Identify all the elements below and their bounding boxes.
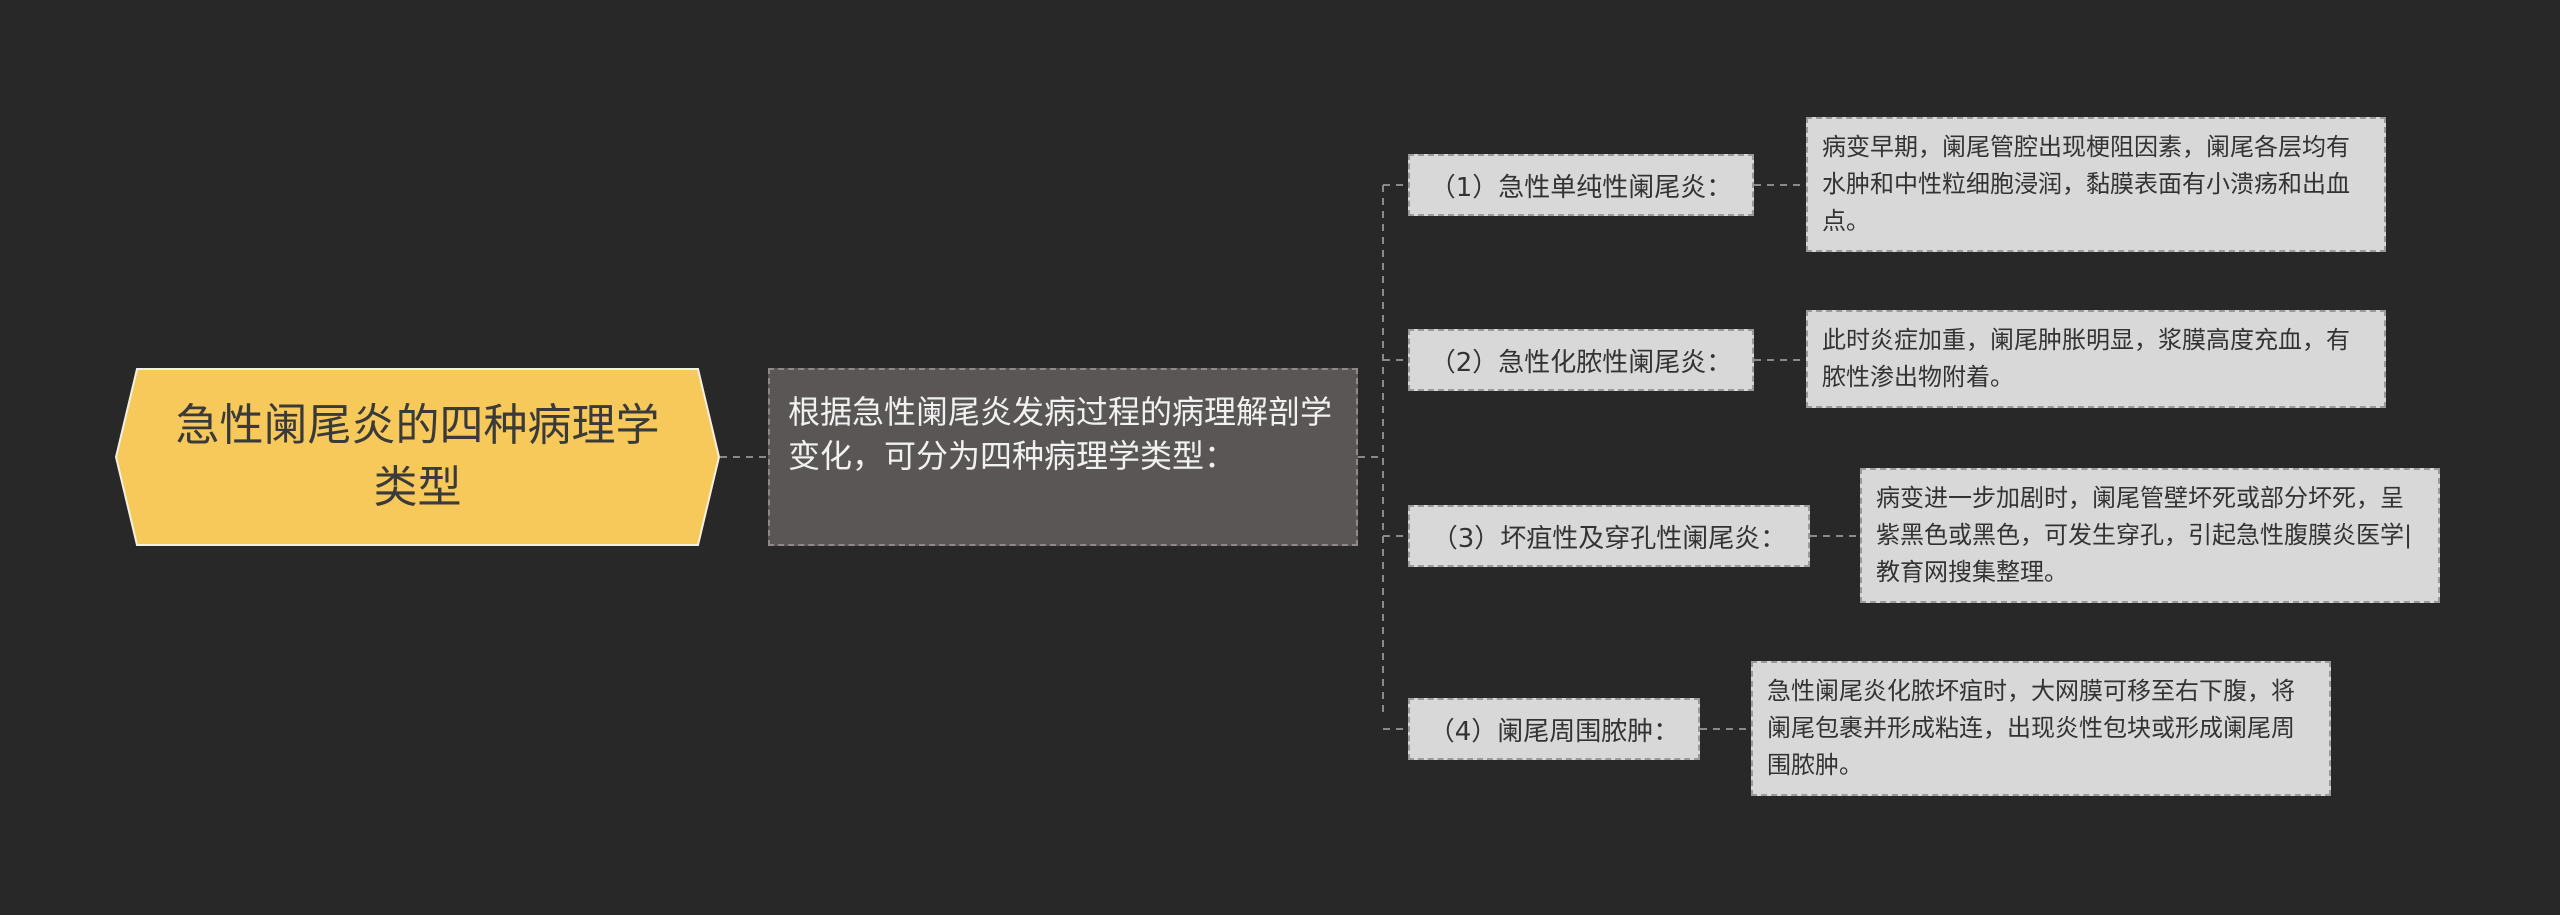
branch-node-1[interactable]: （1）急性单纯性阑尾炎：: [1408, 154, 1754, 216]
leaf-node-3[interactable]: 病变进一步加剧时，阑尾管壁坏死或部分坏死，呈紫黑色或黑色，可发生穿孔，引起急性腹…: [1860, 468, 2440, 603]
branch-node-2[interactable]: （2）急性化脓性阑尾炎：: [1408, 329, 1754, 391]
root-node[interactable]: 急性阑尾炎的四种病理学类型: [115, 368, 720, 546]
leaf-node-2[interactable]: 此时炎症加重，阑尾肿胀明显，浆膜高度充血，有脓性渗出物附着。: [1806, 310, 2386, 408]
branch-node-3[interactable]: （3）坏疽性及穿孔性阑尾炎：: [1408, 505, 1810, 567]
center-node[interactable]: 根据急性阑尾炎发病过程的病理解剖学变化，可分为四种病理学类型：: [768, 368, 1358, 546]
leaf-node-1[interactable]: 病变早期，阑尾管腔出现梗阻因素，阑尾各层均有水肿和中性粒细胞浸润，黏膜表面有小溃…: [1806, 117, 2386, 252]
root-title: 急性阑尾炎的四种病理学类型: [175, 400, 660, 513]
leaf-node-4[interactable]: 急性阑尾炎化脓坏疽时，大网膜可移至右下腹，将阑尾包裹并形成粘连，出现炎性包块或形…: [1751, 661, 2331, 796]
branch-node-4[interactable]: （4）阑尾周围脓肿：: [1408, 698, 1700, 760]
root-hexagon-shape: [115, 368, 720, 546]
